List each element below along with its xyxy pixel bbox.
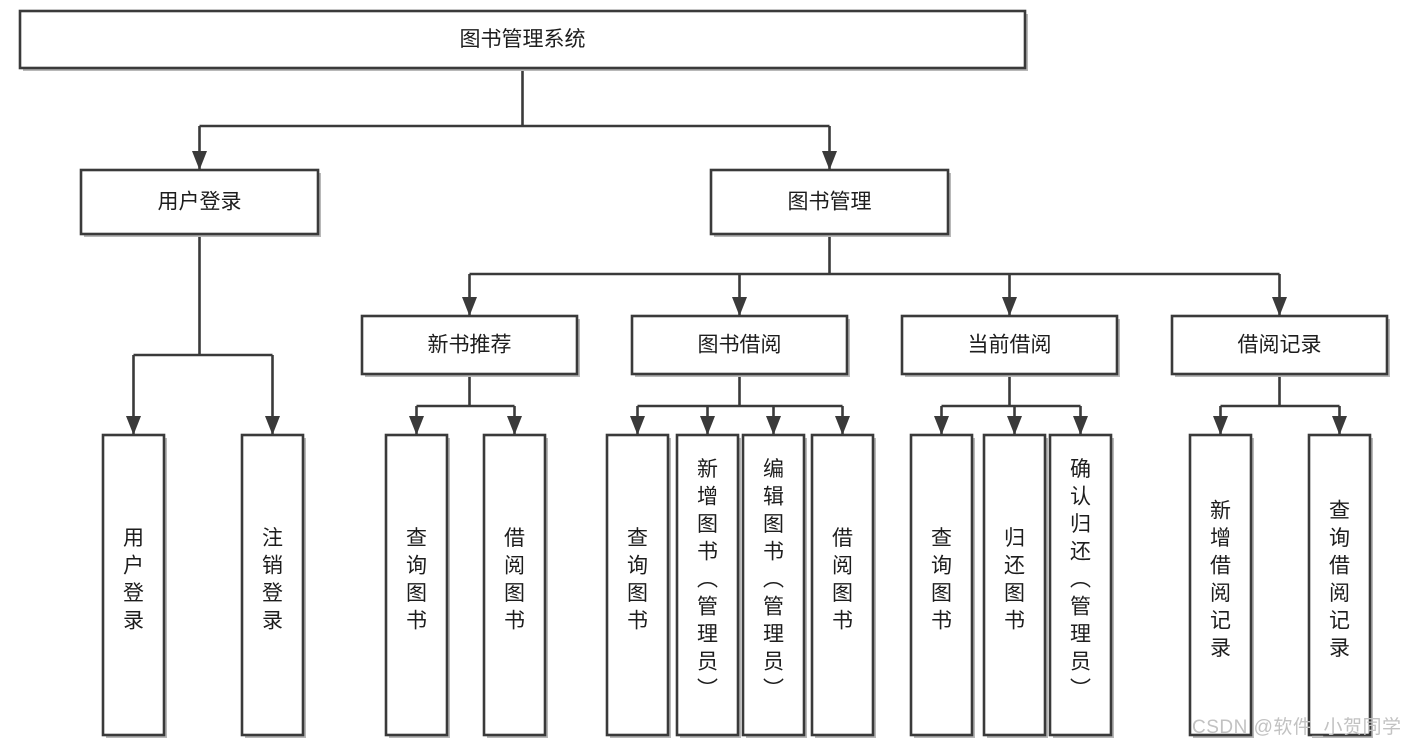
- node-box: [900, 314, 1119, 376]
- edge-arrow-icon: [700, 416, 715, 435]
- node-box: [709, 168, 950, 236]
- node-leaf_query_book_1[interactable]: 查询图书: [384, 433, 450, 738]
- node-new_book_rec[interactable]: 新书推荐: [360, 314, 580, 377]
- node-label: 借阅图书: [504, 527, 525, 633]
- node-leaf_query_book_3[interactable]: 查询图书: [909, 433, 975, 738]
- edge-arrow-icon: [732, 297, 747, 316]
- node-label: 新书推荐: [428, 334, 512, 357]
- node-label: 新增借阅记录: [1210, 499, 1231, 660]
- node-box: [982, 433, 1047, 737]
- node-box: [741, 433, 806, 737]
- edge-arrow-icon: [192, 151, 207, 170]
- nodes-layer: 图书管理系统用户登录图书管理新书推荐图书借阅当前借阅借阅记录用户登录注销登录查询…: [18, 9, 1390, 738]
- edge-arrow-icon: [409, 416, 424, 435]
- node-user_login[interactable]: 用户登录: [79, 168, 321, 237]
- edge-arrow-icon: [1213, 416, 1228, 435]
- node-label: 查询图书: [931, 527, 952, 633]
- node-leaf_query_record[interactable]: 查询借阅记录: [1307, 433, 1373, 738]
- edge-arrow-icon: [630, 416, 645, 435]
- node-box: [482, 433, 547, 737]
- node-box: [1170, 314, 1389, 376]
- node-leaf_borrow_book_2[interactable]: 借阅图书: [810, 433, 876, 738]
- edge-arrow-icon: [766, 416, 781, 435]
- node-box: [1048, 433, 1113, 737]
- node-leaf_edit_book[interactable]: 编辑图书︵管理员︶: [741, 433, 807, 738]
- node-box: [675, 433, 740, 737]
- node-leaf_query_book_2[interactable]: 查询图书: [605, 433, 671, 738]
- node-leaf_return_book[interactable]: 归还图书: [982, 433, 1048, 738]
- edge-arrow-icon: [1272, 297, 1287, 316]
- edge-arrow-icon: [265, 416, 280, 435]
- edge-root-to-level2: [192, 68, 837, 170]
- node-box: [240, 433, 305, 737]
- watermark-label: CSDN @软件_小贺同学: [1192, 716, 1401, 738]
- edges-layer: [126, 68, 1347, 435]
- node-label: 新增图书︵管理员︶: [697, 458, 718, 701]
- edge-arrow-icon: [822, 151, 837, 170]
- node-label: 查询图书: [406, 527, 427, 633]
- edge-arrow-icon: [462, 297, 477, 316]
- edge-arrow-icon: [1073, 416, 1088, 435]
- node-leaf_user_login[interactable]: 用户登录: [101, 433, 167, 738]
- edge-bookmgmt-to-level3: [462, 234, 1287, 316]
- node-label: 查询借阅记录: [1329, 499, 1350, 660]
- edge-arrow-icon: [835, 416, 850, 435]
- node-root-system[interactable]: 图书管理系统: [18, 9, 1028, 71]
- node-label: 图书管理: [788, 191, 872, 214]
- edge-arrow-icon: [1002, 297, 1017, 316]
- node-label: 注销登录: [262, 527, 283, 633]
- edge-arrow-icon: [507, 416, 522, 435]
- node-box: [1307, 433, 1372, 737]
- node-label: 用户登录: [123, 527, 144, 633]
- edge-bookborrow-to-leaves: [630, 374, 850, 435]
- node-current_borrow[interactable]: 当前借阅: [900, 314, 1120, 377]
- node-label: 当前借阅: [968, 334, 1052, 357]
- edge-arrow-icon: [126, 416, 141, 435]
- node-box: [605, 433, 670, 737]
- node-borrow_record[interactable]: 借阅记录: [1170, 314, 1390, 377]
- edge-arrow-icon: [934, 416, 949, 435]
- node-leaf_confirm_return[interactable]: 确认归还︵管理员︶: [1048, 433, 1114, 738]
- node-label: 确认归还︵管理员︶: [1070, 458, 1091, 701]
- node-box: [909, 433, 974, 737]
- node-box: [18, 9, 1027, 70]
- edge-arrow-icon: [1332, 416, 1347, 435]
- node-leaf_user_logout[interactable]: 注销登录: [240, 433, 306, 738]
- node-label: 借阅图书: [832, 527, 853, 633]
- edge-borrowrecord-to-leaves: [1213, 374, 1347, 435]
- node-box: [101, 433, 166, 737]
- node-box: [360, 314, 579, 376]
- node-box: [630, 314, 849, 376]
- node-leaf_add_book[interactable]: 新增图书︵管理员︶: [675, 433, 741, 738]
- edge-arrow-icon: [1007, 416, 1022, 435]
- node-label: 图书管理系统: [460, 28, 586, 51]
- node-box: [810, 433, 875, 737]
- node-book_mgmt[interactable]: 图书管理: [709, 168, 951, 237]
- node-leaf_borrow_book_1[interactable]: 借阅图书: [482, 433, 548, 738]
- node-label: 借阅记录: [1238, 334, 1322, 357]
- node-label: 用户登录: [158, 191, 242, 214]
- node-label: 归还图书: [1004, 527, 1025, 633]
- edge-newbook-to-leaves: [409, 374, 522, 435]
- node-box: [384, 433, 449, 737]
- node-box: [79, 168, 320, 236]
- node-label: 查询图书: [627, 527, 648, 633]
- node-label: 编辑图书︵管理员︶: [763, 458, 784, 701]
- node-book_borrow[interactable]: 图书借阅: [630, 314, 850, 377]
- node-box: [1188, 433, 1253, 737]
- node-leaf_add_record[interactable]: 新增借阅记录: [1188, 433, 1254, 738]
- edge-currentborrow-to-leaves: [934, 374, 1088, 435]
- edge-userlogin-to-leaves: [126, 234, 280, 435]
- node-label: 图书借阅: [698, 334, 782, 357]
